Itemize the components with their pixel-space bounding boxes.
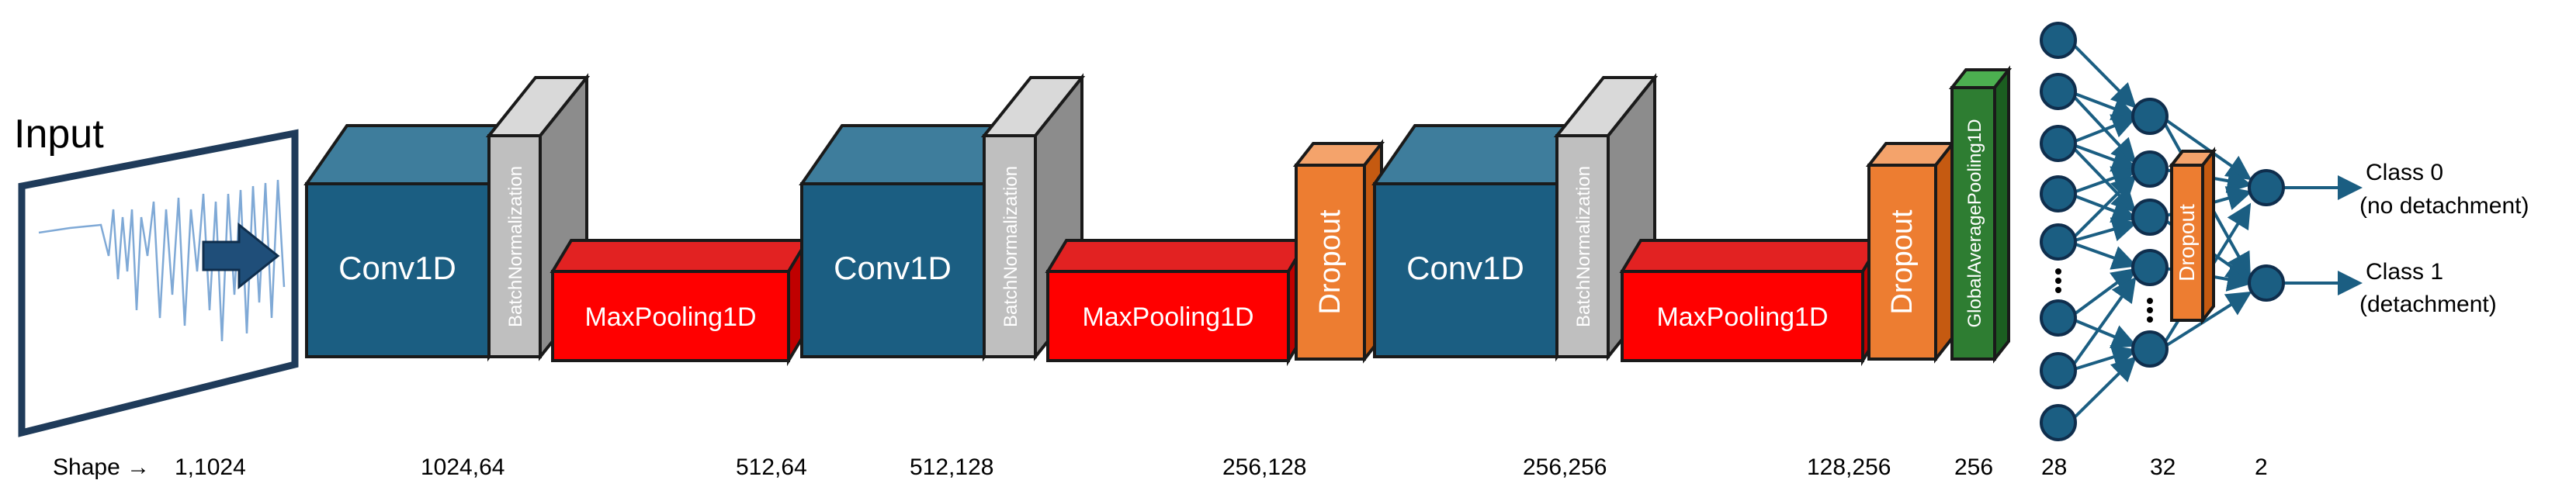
input-signal-panel [18,129,299,437]
dropout-block-2: Dropout [1865,139,1957,364]
neuron [2040,299,2077,337]
global-average-pooling-block: GlobalAveragePooling1D [1948,65,2013,364]
dense-layer-2-nodes [2131,98,2169,368]
dropout-block-3: Dropout [2168,147,2217,325]
neuron [2040,73,2077,110]
output-layer-nodes [2248,169,2285,302]
conv1d-label-3: Conv1D [1406,250,1524,286]
neuron [2040,352,2077,389]
shape-dense2: 32 [2150,454,2176,480]
maxpooling-label-3: MaxPooling1D [1656,302,1828,332]
batchnorm-label-2: BatchNormalization [1000,166,1021,327]
shape-gap: 256 [1954,454,1993,480]
maxpooling-label-1: MaxPooling1D [584,302,756,332]
ellipsis-icon [2055,268,2061,293]
shape-pool2: 256,128 [1222,454,1306,480]
conv1d-label-1: Conv1D [338,250,456,286]
neuron [2040,22,2077,59]
maxpooling-block-3: MaxPooling1D [1619,234,1884,367]
neuron [2040,404,2077,441]
class-0-description: (no detachment) [2359,193,2529,219]
maxpooling-label-2: MaxPooling1D [1082,302,1253,332]
shape-input: 1,1024 [175,454,246,480]
global-average-pooling-label: GlobalAveragePooling1D [1964,119,1985,327]
output-neuron-class-0 [2248,169,2285,206]
class-1-description: (detachment) [2359,292,2497,317]
shape-row: Shape → 1,1024 1024,64 512,64 512,128 25… [53,454,2268,480]
dropout-label-2: Dropout [1886,209,1919,315]
shape-conv1: 1024,64 [421,454,504,480]
dropout-block-1: Dropout [1292,139,1385,364]
neuron [2131,98,2169,135]
neuron [2131,150,2169,188]
neuron [2040,125,2077,162]
dropout-label-3: Dropout [2175,204,2199,282]
shape-conv3: 256,256 [1523,454,1607,480]
output-neuron-class-1 [2248,264,2285,302]
maxpooling-block-2: MaxPooling1D [1045,234,1310,367]
batchnorm-label-3: BatchNormalization [1573,166,1594,327]
shape-pool1: 512,64 [736,454,807,480]
dropout-label-1: Dropout [1314,209,1347,315]
ellipsis-icon [2147,298,2153,323]
shape-prefix: Shape → [53,454,150,480]
neuron [2131,330,2169,368]
neuron [2040,175,2077,212]
batchnorm-label-1: BatchNormalization [505,166,526,327]
class-1-label: Class 1 [2366,259,2443,285]
waveform-icon [38,179,286,342]
dense-layer-1-nodes [2040,22,2077,441]
neuron [2131,249,2169,286]
neuron [2131,199,2169,236]
batchnorm-block-2: BatchNormalization [980,73,1086,361]
class-0-label: Class 0 [2366,160,2443,185]
shape-dense1: 28 [2041,454,2067,480]
shape-out: 2 [2255,454,2268,480]
arrow-right-icon [202,222,280,290]
input-label: Input [14,112,104,157]
shape-conv2: 512,128 [910,454,993,480]
shape-pool3: 128,256 [1807,454,1891,480]
conv1d-label-2: Conv1D [834,250,952,286]
maxpooling-block-1: MaxPooling1D [550,234,810,367]
neuron [2040,223,2077,261]
